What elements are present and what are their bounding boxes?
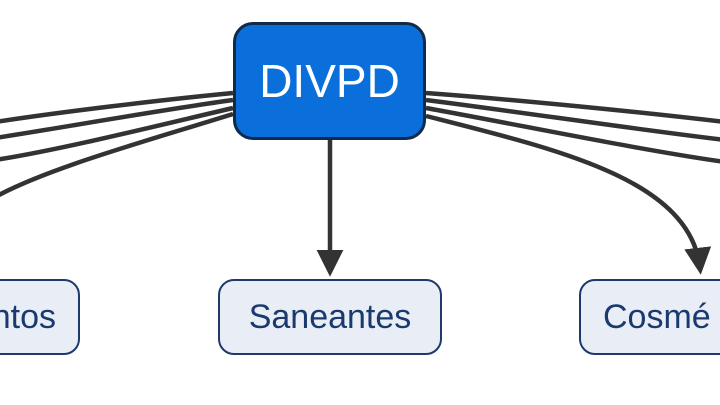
root-node-label: DIVPD (259, 55, 400, 107)
root-node[interactable]: DIVPD (233, 22, 426, 140)
child-node-cosme-label: Cosmé (603, 297, 711, 336)
child-node-left[interactable]: ntos (0, 279, 80, 355)
child-node-saneantes-label: Saneantes (248, 297, 412, 336)
connector-edge-cosme (425, 113, 712, 275)
connector-edge-left-child (0, 111, 234, 197)
connector-edge-right-3 (425, 105, 720, 164)
connector-edge-left-3 (0, 105, 234, 162)
connector-edge-right-2 (425, 97, 720, 142)
connector-edge-left-1 (0, 90, 234, 124)
child-node-left-label: ntos (0, 297, 56, 336)
connector-edge-right-1 (425, 90, 720, 124)
child-node-saneantes[interactable]: Saneantes (218, 279, 442, 355)
connector-edge-left-2 (0, 97, 234, 140)
child-node-cosme[interactable]: Cosmé (579, 279, 720, 355)
